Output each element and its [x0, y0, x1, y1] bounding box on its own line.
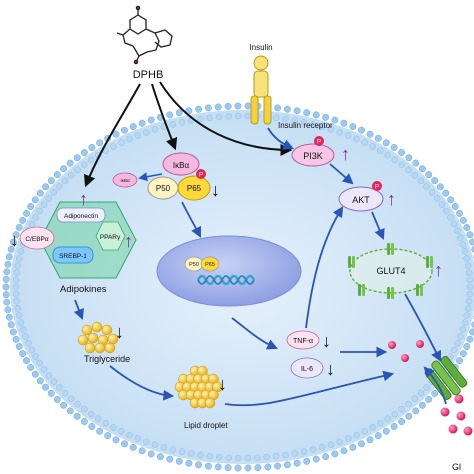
- nuclear-p65: [200, 256, 220, 272]
- arrow-cytokines-akt: [305, 206, 344, 329]
- adipokines-label: Adipokines: [60, 284, 107, 295]
- glut4-label: GLUT4: [376, 266, 405, 276]
- triglyceride-down-arrow: ↓: [115, 322, 124, 342]
- pi3k-up-arrow: ↑: [341, 144, 350, 164]
- free-ikba-label: IκBα: [120, 178, 130, 183]
- p65-node: [177, 175, 211, 201]
- arrow-dphb-adipokines: [83, 83, 141, 188]
- insulin-receptor-label: Insulin receptor: [278, 121, 333, 130]
- ikba-node: [162, 152, 200, 176]
- p65-phospho-label: P: [199, 173, 203, 179]
- insulin-receptor-icon: [250, 55, 272, 125]
- p65-label: P65: [187, 184, 202, 193]
- arrow-akt-glut4: [371, 211, 385, 240]
- pi3k-phospho-label: P: [317, 140, 321, 146]
- p65-down-arrow: ↓: [211, 180, 220, 200]
- adipokines-down-arrow: ↓: [10, 230, 19, 250]
- free-ikba-node: [112, 172, 138, 188]
- arrow-nfkb-nucleus: [181, 201, 201, 238]
- arrow-receptor-pi3k: [267, 127, 294, 150]
- tnf-label: TNF-α: [293, 338, 313, 345]
- triglyceride-icon: [77, 321, 119, 354]
- arrow-dphb-ikba: [151, 83, 178, 151]
- nuclear-p65-label: P65: [205, 262, 215, 268]
- glucose-label: Gl: [452, 462, 461, 472]
- akt-up-arrow: ↑: [387, 189, 396, 209]
- arrow-glut4-membrane: [404, 293, 441, 362]
- ikba-label: IκBα: [173, 161, 190, 170]
- dphb-arrows: [83, 81, 293, 188]
- arrow-adipokines-triglyceride: [73, 299, 84, 321]
- glucose-dots: [388, 340, 473, 436]
- arrow-ikba-release: [138, 172, 163, 182]
- nfkb-complex: IκBα P50 P65 P: [147, 152, 211, 201]
- il6-label: IL-6: [301, 366, 313, 373]
- p65-phospho-icon: [196, 169, 206, 179]
- glut4-up-arrow: ↑: [434, 260, 443, 280]
- cebp-node: [19, 226, 55, 250]
- il6-down-arrow: ↓: [326, 359, 335, 379]
- pi3k-node: [291, 143, 335, 167]
- adiponectin-up-arrow: ↑: [79, 189, 88, 209]
- glut4-channels: [348, 243, 433, 299]
- arrow-nucleus-cytokines: [231, 317, 278, 350]
- ppar-node: [95, 221, 126, 251]
- tnf-down-arrow: ↓: [322, 331, 331, 351]
- arrow-triglyceride-lipid: [109, 365, 175, 401]
- lipid-droplet-icon: [174, 365, 223, 409]
- cebp-label: C/EBPα: [25, 236, 49, 243]
- adiponectin-node: [56, 207, 106, 223]
- il6-node: [290, 357, 324, 379]
- arrow-lipid-glucose: [224, 370, 395, 407]
- p50-label: P50: [156, 184, 171, 193]
- dphb-label: DPHB: [133, 69, 164, 81]
- lipid-droplet-label: Lipid droplet: [184, 421, 228, 430]
- insulin-label: Insulin: [249, 43, 272, 52]
- srebp-node: [52, 246, 94, 264]
- pi3k-label: PI3K: [303, 151, 323, 161]
- lipid-droplet-down-arrow: ↓: [218, 374, 227, 394]
- tnf-node: [286, 330, 320, 350]
- akt-phospho-icon: [372, 181, 382, 191]
- triglyceride-label: Triglyceride: [84, 354, 130, 364]
- pi3k-phospho-icon: [314, 136, 324, 146]
- ppar-up-arrow: ↑: [124, 231, 133, 251]
- akt-phospho-label: P: [375, 185, 379, 191]
- ppar-label: PPARγ: [100, 234, 121, 241]
- adiponectin-label: Adiponectin: [64, 213, 98, 220]
- dphb-molecule-icon: [116, 5, 173, 65]
- arrow-pi3k-akt: [329, 163, 354, 185]
- adipokines-cluster: Adiponectin PPARγ C/EBPα SREBP-1: [19, 201, 137, 279]
- nucleus: P50 P65: [156, 235, 302, 307]
- srebp-label: SREBP-1: [59, 253, 87, 260]
- nuclear-p50-label: P50: [189, 262, 199, 268]
- glut4-vesicle: [348, 243, 433, 299]
- arrow-glucose-uptake: [423, 366, 447, 405]
- arrow-dphb-pi3k: [159, 81, 293, 156]
- dna-helix: [197, 274, 255, 286]
- akt-node: [338, 186, 384, 212]
- akt-label: AKT: [352, 195, 370, 205]
